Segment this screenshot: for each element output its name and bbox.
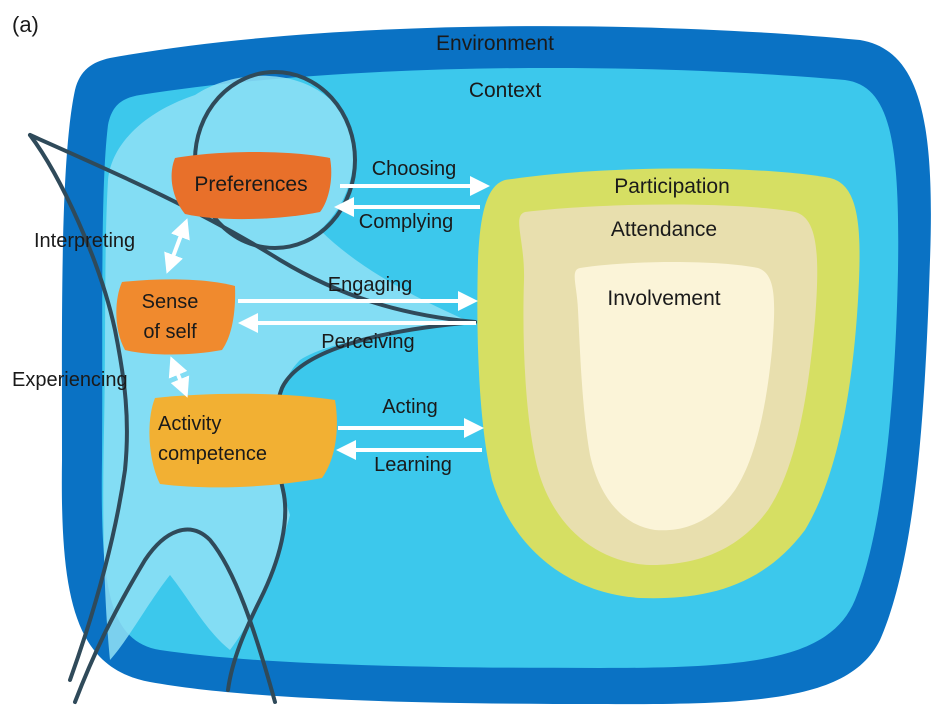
- preferences-label: Preferences: [194, 173, 307, 196]
- activity-competence-label-2: competence: [158, 443, 267, 465]
- process-arrows: [164, 176, 490, 460]
- sense-of-self-label-1: Sense: [142, 291, 199, 313]
- person-legs-outline: [73, 527, 277, 704]
- attendance-label: Attendance: [611, 218, 717, 241]
- panel-label: (a): [12, 12, 39, 37]
- participation-label: Participation: [614, 175, 730, 198]
- experiencing-label: Experiencing: [12, 369, 128, 391]
- interpreting-arrow: [164, 218, 190, 274]
- perceiving-label: Perceiving: [321, 331, 414, 353]
- acting-label: Acting: [382, 396, 438, 418]
- activity-competence-label-1: Activity: [158, 413, 221, 435]
- involvement-label: Involvement: [607, 287, 720, 310]
- sense-of-self-label-2: of self: [143, 321, 197, 343]
- person-body: [103, 75, 470, 660]
- person-arm-outline: [28, 133, 477, 324]
- environment-label: Environment: [436, 32, 554, 55]
- context-label: Context: [469, 79, 542, 102]
- activity-competence-box: [149, 393, 337, 488]
- choosing-label: Choosing: [372, 158, 457, 180]
- interpreting-label: Interpreting: [34, 230, 135, 252]
- involvement-region: [574, 262, 775, 531]
- learning-label: Learning: [374, 454, 452, 476]
- person-torso-outline: [28, 133, 129, 682]
- complying-label: Complying: [359, 211, 453, 233]
- experiencing-arrow: [168, 356, 190, 398]
- sense-of-self-box: [116, 279, 236, 355]
- preferences-box: [171, 152, 332, 220]
- engaging-label: Engaging: [328, 274, 413, 296]
